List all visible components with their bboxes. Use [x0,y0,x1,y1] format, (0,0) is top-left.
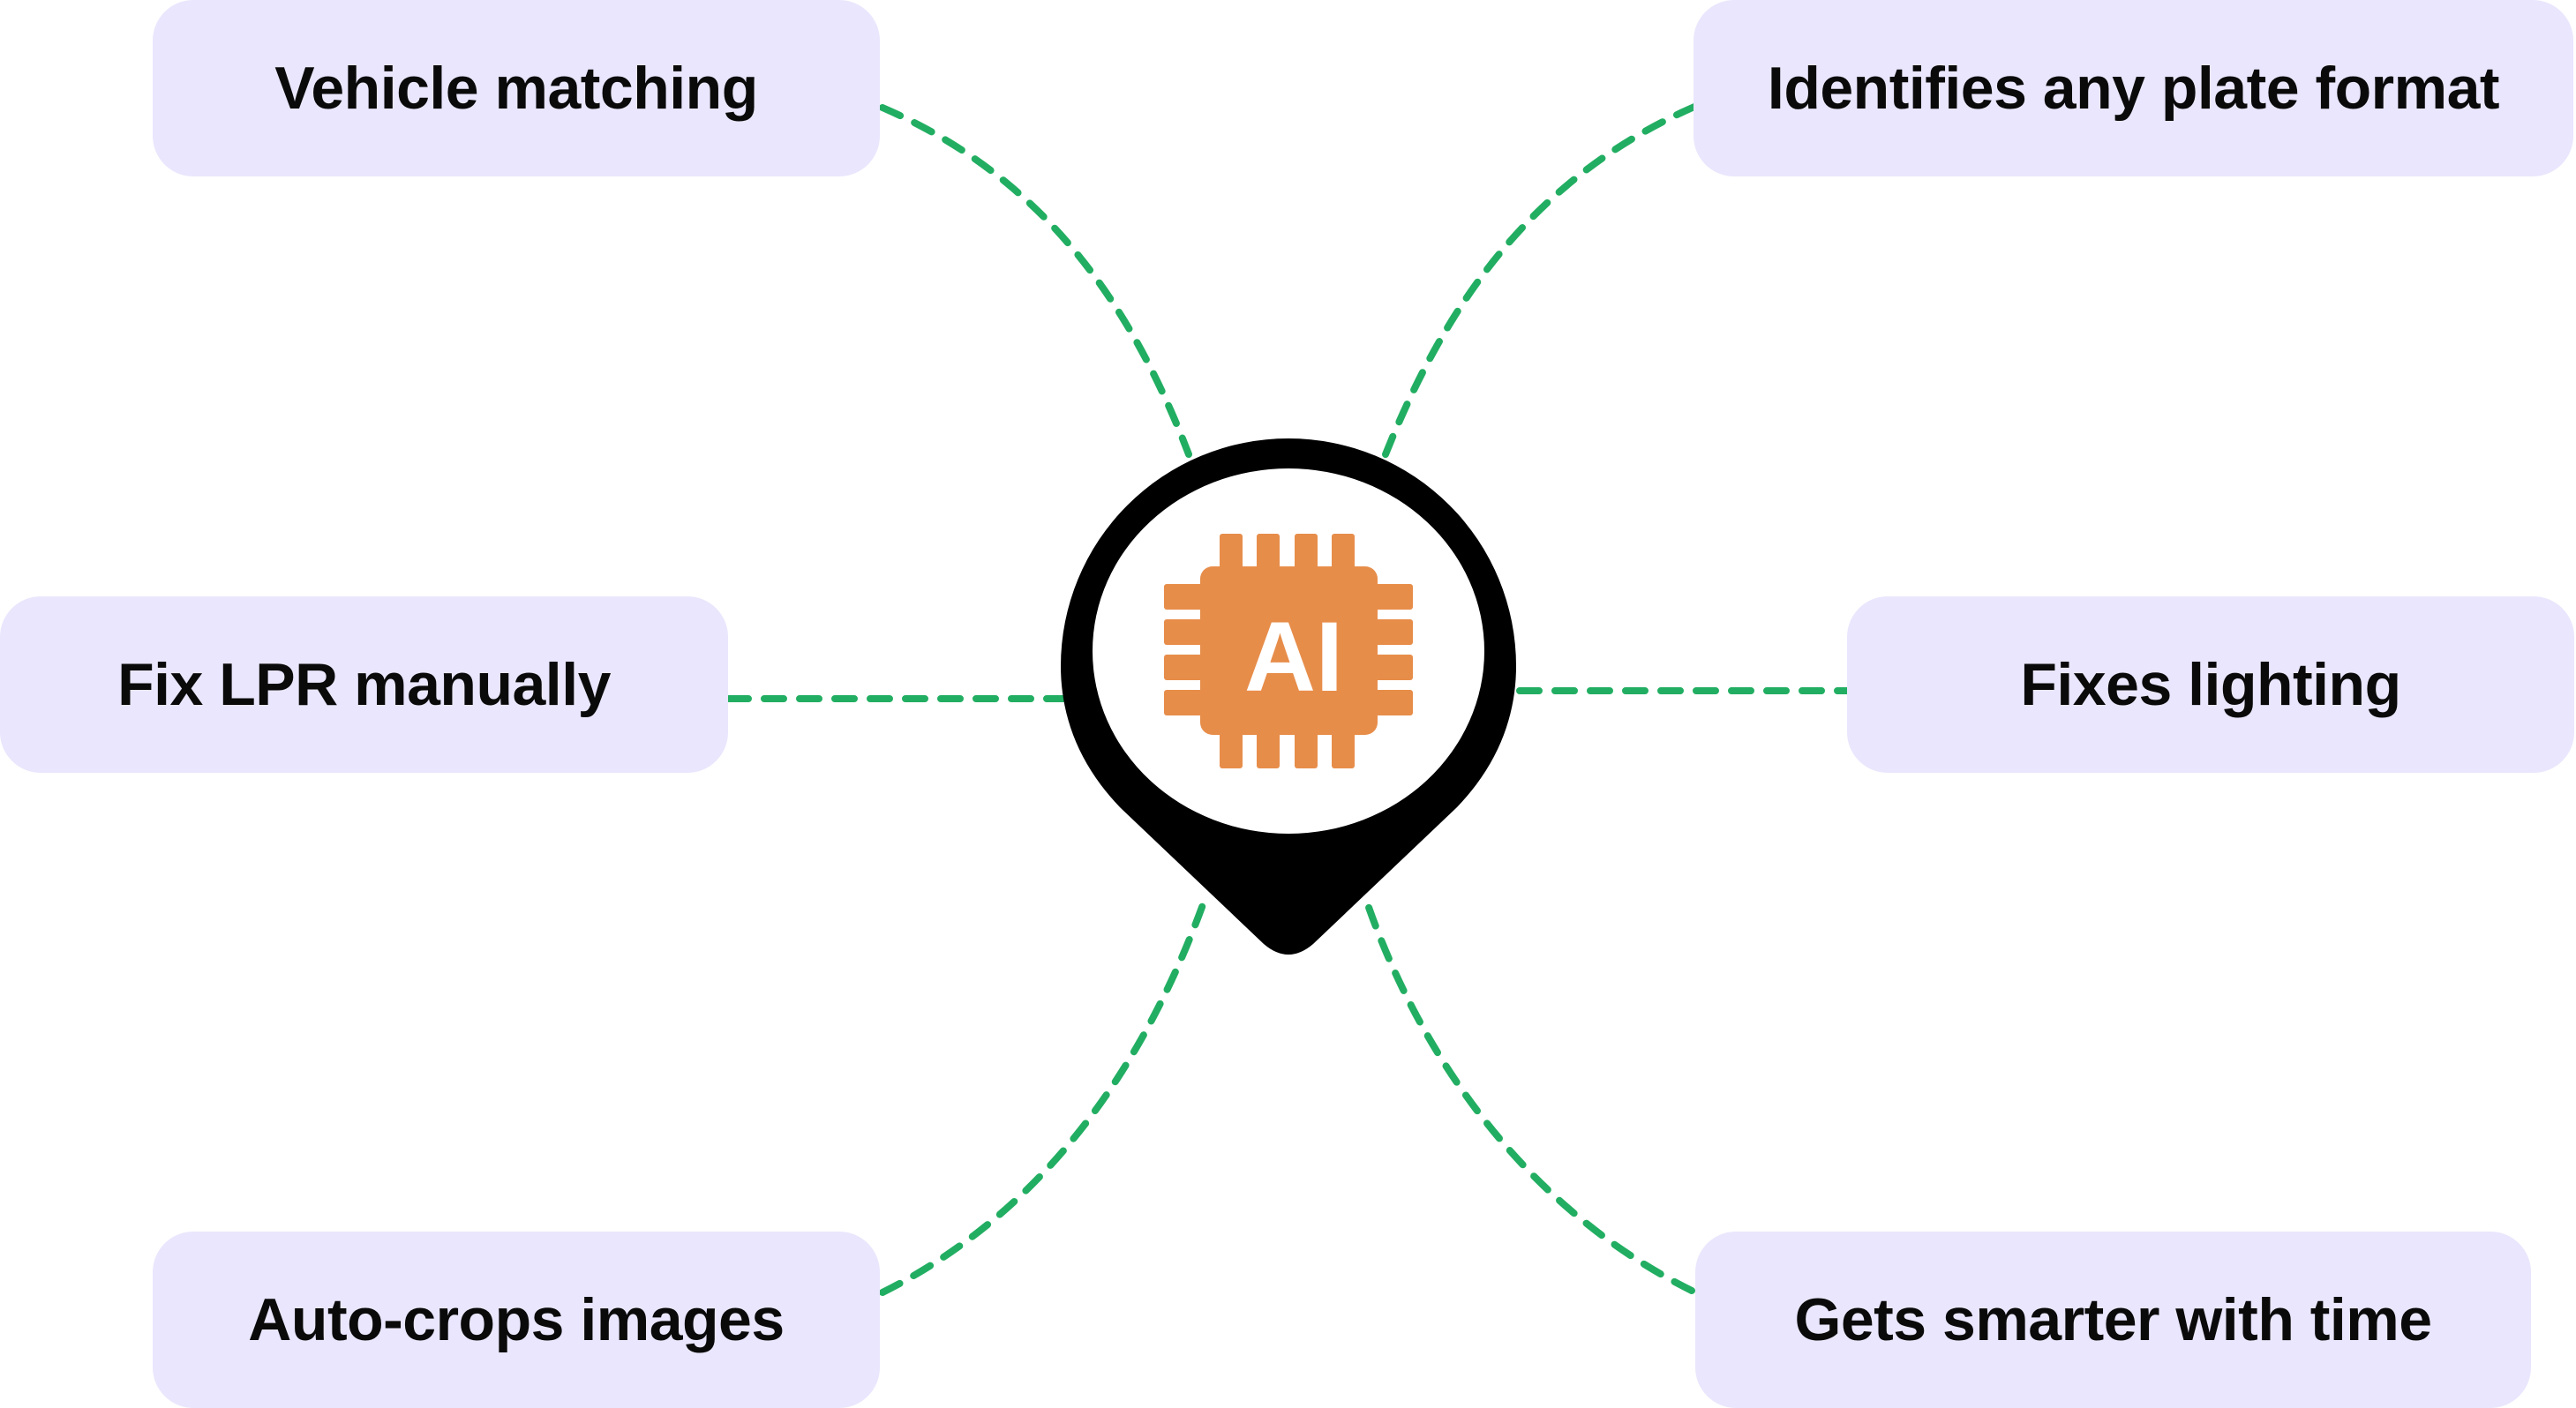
feature-label: Gets smarter with time [1794,1286,2432,1353]
ai-pin-icon: AI [1061,438,1516,955]
connector-bottom-left [879,896,1208,1296]
connector-bottom-right [1363,896,1695,1294]
feature-label: Fixes lighting [2020,651,2401,718]
feature-label: Auto-crops images [248,1286,785,1353]
feature-box-vehicle-matching: Vehicle matching [153,0,880,176]
ai-label: AI [1244,602,1343,712]
cpu-chip-icon [1164,534,1413,768]
feature-box-auto-crops-images: Auto-crops images [153,1232,880,1408]
feature-box-gets-smarter: Gets smarter with time [1695,1232,2531,1408]
feature-label: Vehicle matching [274,55,758,122]
connector-top-left [879,104,1192,458]
feature-box-identifies-plate-format: Identifies any plate format [1694,0,2573,176]
feature-label: Identifies any plate format [1767,55,2500,122]
feature-box-fix-lpr-manually: Fix LPR manually [0,596,728,773]
feature-box-fixes-lighting: Fixes lighting [1847,596,2574,773]
connector-top-right [1382,103,1698,458]
feature-label: Fix LPR manually [117,651,611,718]
